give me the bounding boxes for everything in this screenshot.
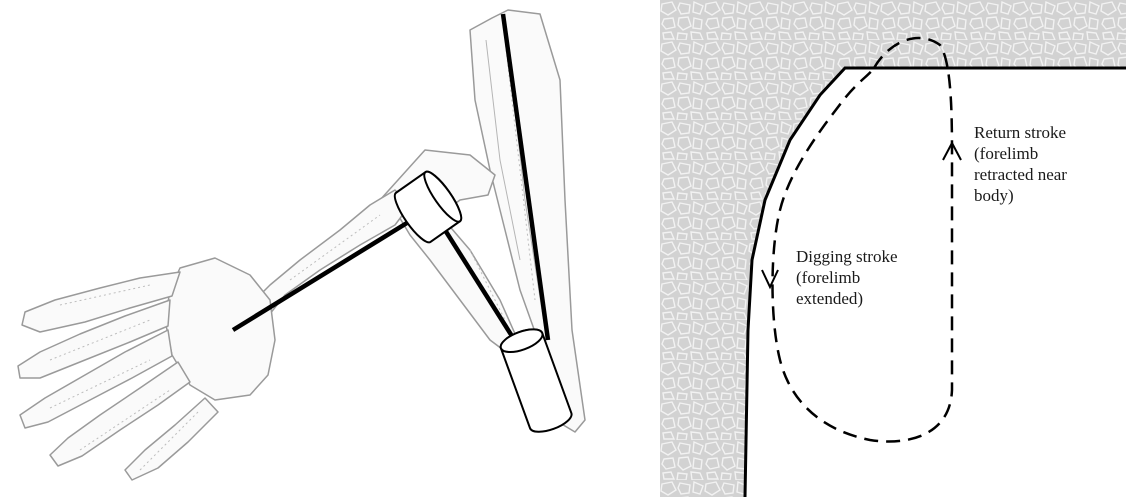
return-stroke-label: Return stroke (forelimb retracted near b… bbox=[974, 122, 1067, 206]
digging-arrow bbox=[762, 270, 778, 287]
digging-stroke-label: Digging stroke (forelimb extended) bbox=[796, 246, 898, 309]
